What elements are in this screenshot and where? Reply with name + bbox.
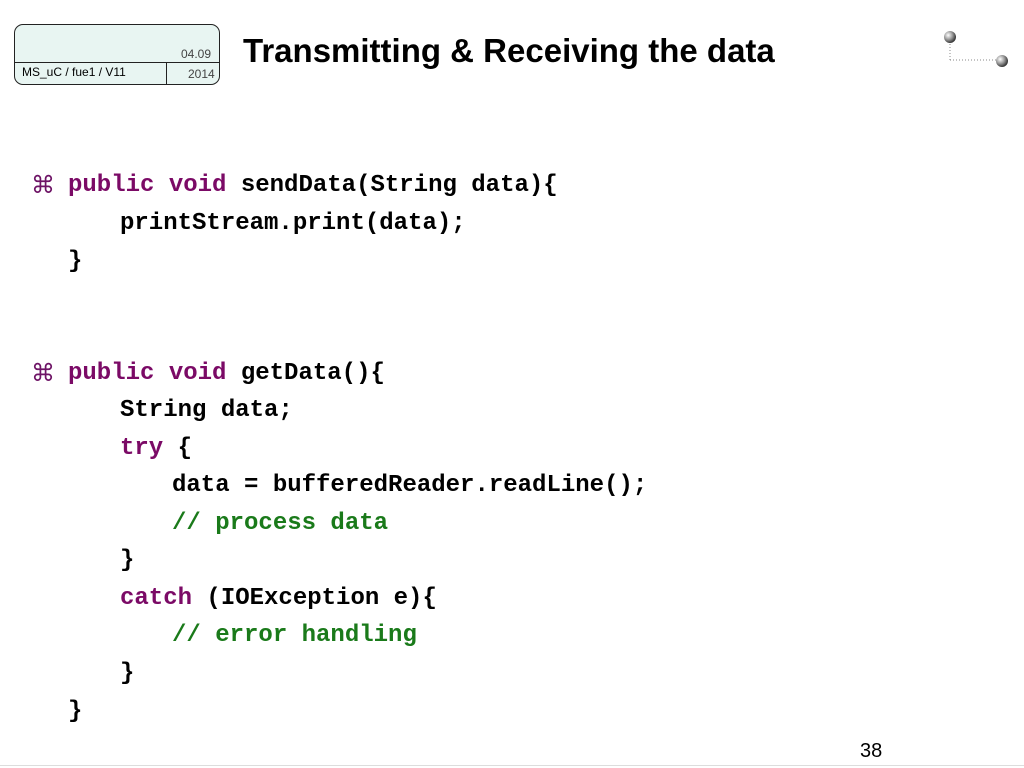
keyword-public: public (68, 360, 155, 387)
code-line-catch: catch (IOException e){ (120, 585, 437, 612)
code-comment-process: // process data (172, 510, 389, 537)
logo-icon (944, 31, 1008, 67)
code-line-readline: data = bufferedReader.readLine(); (172, 472, 648, 499)
method-signature: sendData(String data){ (240, 172, 558, 199)
code-line-close-brace: } (120, 660, 135, 687)
catch-clause: (IOException e){ (206, 585, 437, 612)
open-brace: { (177, 435, 193, 462)
keyword-public: public (68, 172, 155, 199)
header-course-id: MS_uC / fue1 / V11 (22, 65, 126, 79)
code-line-getdata-signature: public void getData(){ (68, 360, 385, 387)
keyword-try: try (120, 435, 164, 462)
keyword-void: void (168, 360, 227, 387)
code-line-try: try { (120, 435, 192, 462)
code-line-close-brace: } (120, 547, 135, 574)
keyword-catch: catch (120, 585, 193, 612)
header-box-divider-horizontal (15, 62, 219, 63)
header-box: 04.09 MS_uC / fue1 / V11 2014 (14, 24, 220, 85)
header-year: 2014 (188, 67, 215, 81)
keyword-void: void (168, 172, 227, 199)
header-box-divider-vertical (166, 62, 167, 84)
bullet-icon: ⌘ (31, 359, 55, 387)
page-number: 38 (860, 740, 883, 762)
code-comment-error: // error handling (172, 622, 417, 649)
code-line-declaration: String data; (120, 397, 293, 424)
code-line-close-brace: } (68, 248, 83, 275)
footer-rule (0, 765, 1024, 766)
bullet-icon: ⌘ (31, 171, 55, 199)
method-signature: getData(){ (240, 360, 385, 387)
code-line-senddata-signature: public void sendData(String data){ (68, 172, 558, 199)
code-line-close-brace: } (68, 698, 83, 725)
header-date: 04.09 (181, 47, 212, 61)
slide-title: Transmitting & Receiving the data (243, 32, 775, 69)
code-line-print: printStream.print(data); (120, 210, 466, 237)
